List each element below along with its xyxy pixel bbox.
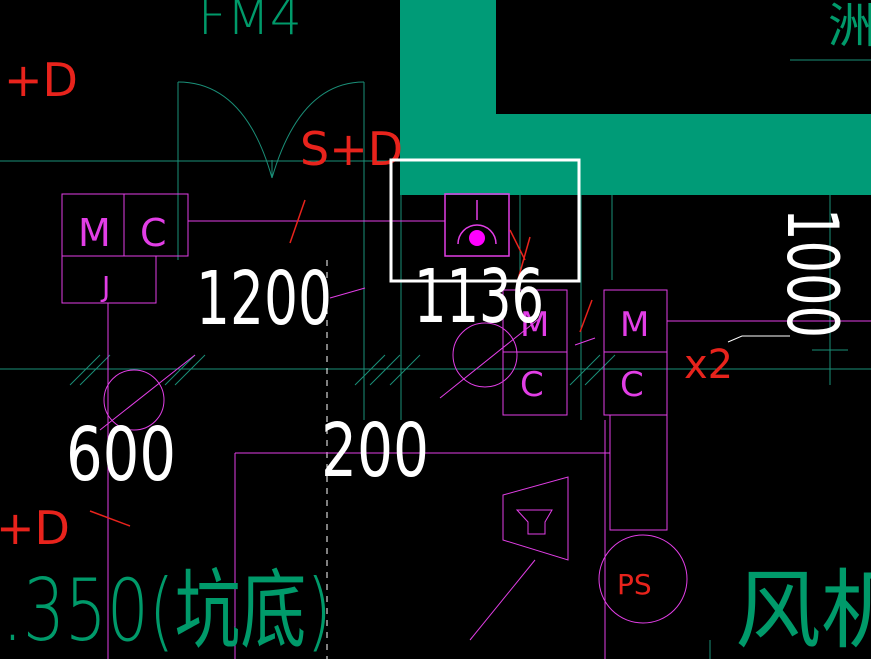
grid-lines xyxy=(0,59,871,659)
detector-box xyxy=(444,193,510,257)
marker-dot[interactable] xyxy=(469,230,485,246)
smoke-detector-symbol xyxy=(444,193,510,257)
dim-tick xyxy=(69,354,101,386)
dimension-1200: 1200 xyxy=(196,256,332,342)
wall-horizontal xyxy=(400,114,871,195)
mc-left-m: M xyxy=(78,211,111,255)
ps-label: PS xyxy=(617,568,652,601)
selection-box[interactable] xyxy=(389,158,581,283)
device-circle xyxy=(103,369,165,431)
red-slash xyxy=(89,510,131,527)
mc-right-c: C xyxy=(620,365,644,405)
door-swing-left xyxy=(177,81,273,179)
dimension-200: 200 xyxy=(321,408,429,494)
detector-arc xyxy=(457,224,497,245)
equipment-wiring xyxy=(99,220,871,659)
sd-label-bottom-left: +D xyxy=(0,501,70,555)
dimension-1000-leader xyxy=(727,335,790,343)
pressure-switch-circle xyxy=(598,534,688,624)
speaker-symbol xyxy=(502,476,569,561)
fan-room-label: 风机 xyxy=(735,561,871,659)
mc-mid-m: M xyxy=(520,305,549,345)
dimension-1000: 1000 xyxy=(771,208,853,338)
mc-mid-c: C xyxy=(520,365,544,405)
red-slash xyxy=(516,236,531,284)
equipment-box xyxy=(609,414,668,531)
mc-device-mid xyxy=(502,289,568,416)
sd-label-left: +D xyxy=(4,53,78,107)
wall-column xyxy=(400,0,871,195)
x2-label: x2 xyxy=(684,342,733,388)
speaker-cone xyxy=(515,509,553,535)
mc-device-left xyxy=(61,193,189,304)
mc-right-m: M xyxy=(620,305,649,345)
red-slash xyxy=(579,299,593,333)
mc-left-sub: J xyxy=(100,270,110,303)
door-swing-right xyxy=(271,81,365,179)
dimension-1136: 1136 xyxy=(414,254,544,340)
room-label-top: FM4 xyxy=(198,0,302,46)
red-marks xyxy=(89,199,593,527)
mc-device-right xyxy=(603,289,668,416)
sd-label-mid: S+D xyxy=(300,122,403,176)
wire-slash xyxy=(329,287,366,299)
device-circle xyxy=(452,322,518,388)
wire-slash xyxy=(574,337,596,346)
mc-sub-box xyxy=(61,255,157,304)
mc-left-c: C xyxy=(140,211,167,255)
top-right-label: 洲 xyxy=(828,0,871,54)
dimension-600: 600 xyxy=(66,412,176,498)
elevation-label: .350(坑底) xyxy=(2,561,332,659)
red-slash xyxy=(289,199,306,244)
